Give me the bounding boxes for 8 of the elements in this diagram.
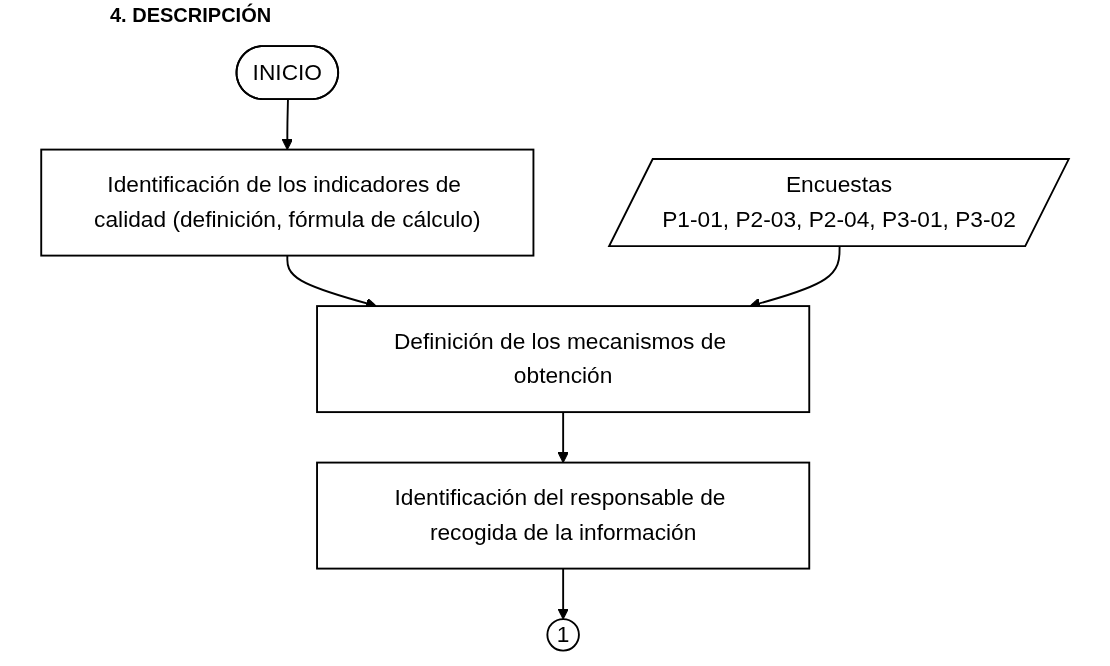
node-box: Definición de los mecanismos de obtención bbox=[316, 305, 811, 414]
arrow bbox=[557, 411, 569, 464]
arrow bbox=[557, 567, 569, 620]
node-box: Identificación de los indicadores de calidad (definición, fórmula de cálculo) bbox=[40, 148, 535, 257]
node-box: Identificación del responsable de recogida de la información bbox=[316, 461, 811, 570]
node-circle: 1 bbox=[546, 618, 580, 652]
arrow bbox=[281, 98, 293, 151]
section-heading: 4. DESCRIPCIÓN bbox=[110, 4, 272, 27]
